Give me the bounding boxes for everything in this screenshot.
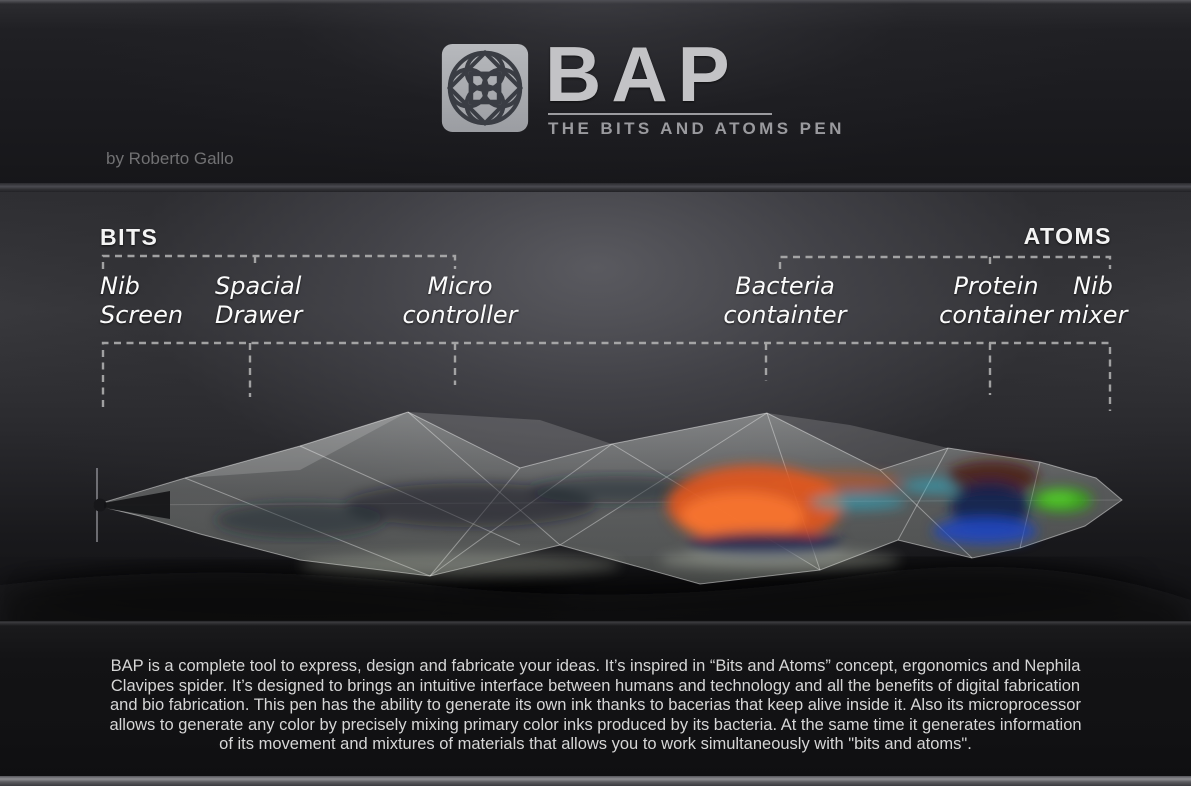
orange-ink-streak	[776, 472, 900, 492]
author-credit: by Roberto Gallo	[106, 149, 234, 168]
blue-ink-band	[933, 518, 1037, 544]
label-line: Bacteria	[735, 272, 835, 300]
blue-ink-blob	[950, 482, 1030, 530]
callout-brackets	[101, 254, 1112, 411]
base-glow-2	[660, 550, 900, 570]
label-spacial-drawer: Spacial Drawer	[215, 272, 355, 330]
label-line: Screen	[100, 301, 184, 329]
pen-sheen	[185, 412, 948, 478]
dark-red-ink-blob	[946, 460, 1038, 494]
label-line: Micro	[427, 272, 493, 300]
pen-nib	[93, 491, 170, 519]
description-line: of its movement and mixtures of material…	[219, 735, 972, 753]
label-nib-mixer: Nib mixer	[1023, 272, 1163, 330]
green-ink-core	[1040, 491, 1076, 505]
description-line: allows to generate any color by precisel…	[109, 715, 1082, 734]
label-line: Nib	[1073, 272, 1113, 300]
description-line: BAP is a complete tool to express, desig…	[110, 657, 1081, 675]
bap-logo: BAP THE BITS AND ATOMS PEN	[441, 30, 845, 139]
label-line: mixer	[1058, 301, 1128, 329]
logo-rule	[548, 113, 772, 115]
label-nib-screen: Nib Screen	[100, 272, 230, 330]
label-bacteria-containter: Bacteria containter	[685, 272, 885, 330]
label-line: Nib	[100, 272, 140, 300]
description-panel	[0, 620, 1191, 786]
header-seam	[0, 183, 1191, 192]
pen-interior-shadows	[215, 476, 710, 538]
label-line: controller	[402, 301, 518, 329]
atoms-top-bracket	[778, 255, 1112, 269]
cyan-ink-streak	[810, 494, 906, 510]
label-line: Protein	[953, 272, 1039, 300]
label-protein-container: Protein container	[896, 272, 1096, 330]
base-glow	[300, 553, 620, 577]
logo-subtitle: THE BITS AND ATOMS PEN	[548, 119, 845, 138]
label-line: container	[939, 301, 1053, 329]
label-line: Spacial	[215, 272, 302, 300]
bap-logo-icon	[441, 43, 529, 132]
header-band: BAP THE BITS AND ATOMS PEN by Roberto Ga…	[0, 0, 1191, 190]
label-line: Drawer	[215, 301, 303, 329]
atoms-heading: ATOMS	[1023, 223, 1112, 249]
label-micro-controller: Micro controller	[360, 272, 560, 330]
orange-ink-core	[680, 492, 804, 540]
logo-text: BAP THE BITS AND ATOMS PEN	[545, 30, 845, 139]
product-description: BAP is a complete tool to express, desig…	[90, 657, 1101, 755]
bits-heading: BITS	[100, 224, 159, 250]
bits-top-bracket	[101, 254, 457, 269]
lower-bracket	[101, 341, 1112, 411]
description-line: and bio fabrication. This pen has the ab…	[110, 696, 1081, 714]
pen-body	[93, 411, 1123, 585]
logo-title: BAP	[545, 30, 740, 118]
description-line: Clavipes spider. It’s designed to brings…	[110, 676, 1081, 695]
label-line: containter	[723, 301, 847, 329]
bottom-edge-strip	[0, 776, 1191, 786]
